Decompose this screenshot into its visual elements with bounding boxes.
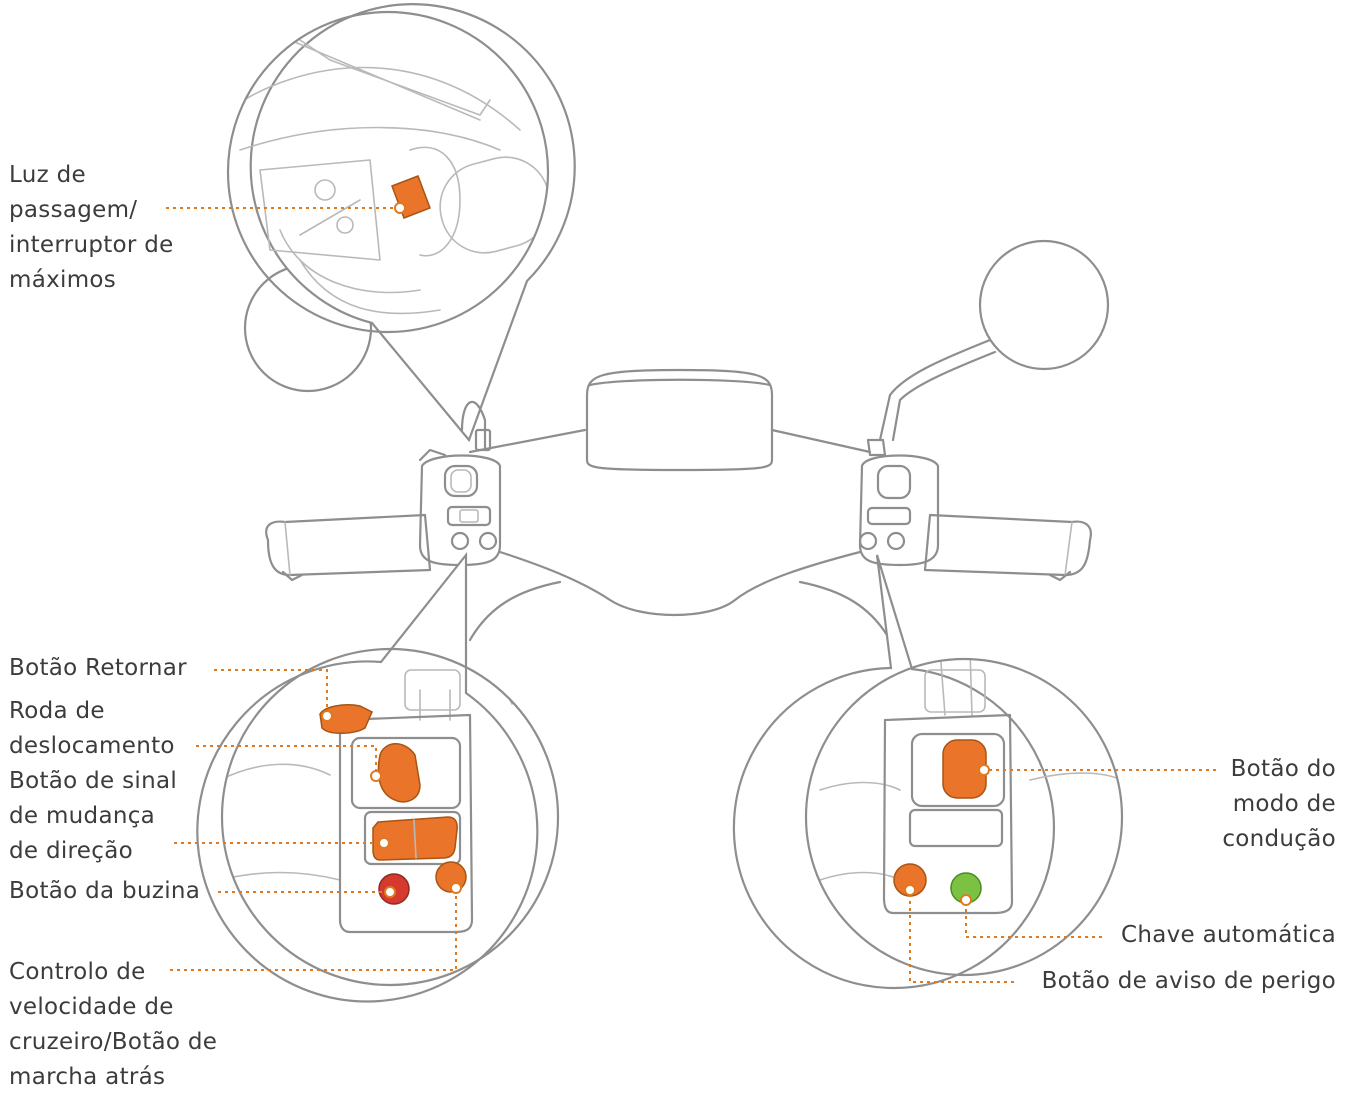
label-horn-button: Botão da buzina <box>9 878 201 904</box>
right-callout-bubble <box>732 554 1124 990</box>
label-scroll-wheel: Roda de deslocamento <box>9 698 175 759</box>
label-cruise-control-button: Controlo de velocidade de cruzeiro/Botão… <box>9 959 218 1090</box>
leader-lines <box>166 202 1216 983</box>
label-auto-switch: Chave automática <box>1120 922 1336 948</box>
scooter-handlebar <box>265 239 1110 705</box>
label-turn-signal-button: Botão de sinal de mudança de direção <box>9 768 178 864</box>
label-high-beam-switch: Luz de passagem/ interruptor de máximos <box>9 162 174 293</box>
label-back-button: Botão Retornar <box>9 655 187 681</box>
top-callout-bubble <box>226 3 576 443</box>
label-hazard-button: Botão de aviso de perigo <box>1041 968 1336 994</box>
label-drive-mode-button: Botão do modo de condução <box>1222 756 1336 852</box>
